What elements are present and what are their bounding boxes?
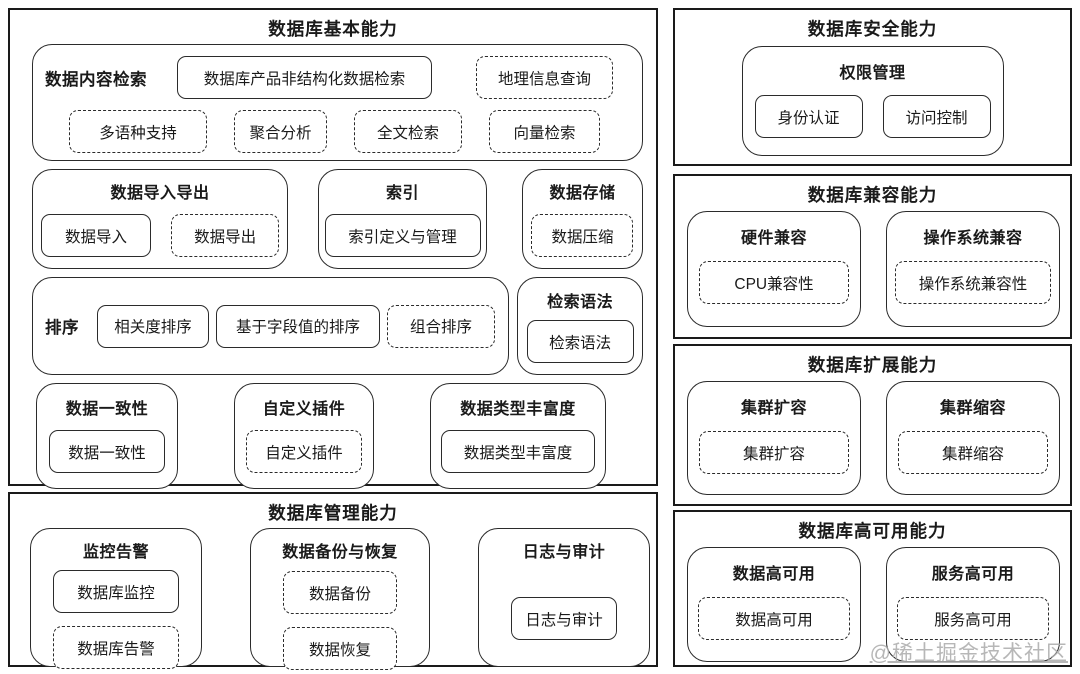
manage-groups: 监控告警 数据库监控 数据库告警 数据备份与恢复 数据备份 数据恢复 日志与审计… [10,525,656,670]
panel-ha-title: 数据库高可用能力 [798,521,947,541]
cluster-shrink-title: 集群缩容 [939,400,1006,417]
item-field-value-sort: 基于字段值的排序 [216,304,380,348]
data-ha-title: 数据高可用 [732,566,816,583]
panel-basic-capability: 数据库基本能力 数据内容检索 数据库产品非结构化数据检索 地理信息查询 多语种支… [8,8,658,489]
item-log-audit: 日志与审计 [511,597,617,640]
item-index-management: 索引定义与管理 [324,214,481,257]
content-search-row2: 多语种支持 聚合分析 全文检索 向量检索 [45,110,630,153]
import-export-title: 数据导入导出 [110,185,210,202]
panel-management-capability: 数据库管理能力 监控告警 数据库监控 数据库告警 数据备份与恢复 数据备份 数据… [8,492,658,670]
group-custom-plugin: 自定义插件 自定义插件 [234,383,374,489]
panel-high-availability-capability: 数据库高可用能力 数据高可用 数据高可用 服务高可用 服务高可用 [673,510,1072,667]
backup-recovery-title: 数据备份与恢复 [282,544,398,561]
item-cluster-shrink: 集群缩容 [898,431,1048,474]
watermark-text: @稀土掘金技术社区 [869,642,1068,665]
item-data-backup: 数据备份 [283,571,397,614]
group-index: 索引 索引定义与管理 [318,169,487,269]
panel-security-capability: 数据库安全能力 权限管理 身份认证 访问控制 [673,8,1072,166]
basic-row3: 排序 相关度排序 基于字段值的排序 组合排序 检索语法 检索语法 [32,277,643,375]
item-cluster-expand: 集群扩容 [699,431,849,474]
item-multilang-support: 多语种支持 [69,110,207,153]
content-search-label: 数据内容检索 [45,70,147,89]
group-log-audit: 日志与审计 日志与审计 [478,528,650,667]
group-sort: 排序 相关度排序 基于字段值的排序 组合排序 [32,277,510,375]
sort-items: 相关度排序 基于字段值的排序 组合排序 [97,304,495,348]
group-data-storage: 数据存储 数据压缩 [521,169,644,269]
item-data-consistency: 数据一致性 [49,430,165,473]
basic-row4: 数据一致性 数据一致性 自定义插件 自定义插件 数据类型丰富度 数据类型丰富度 [32,383,643,489]
panel-security-title: 数据库安全能力 [807,19,938,39]
item-data-recovery: 数据恢复 [283,627,397,670]
data-type-richness-title: 数据类型丰富度 [460,401,576,418]
item-aggregation-analysis: 聚合分析 [234,110,327,153]
item-relevance-sort: 相关度排序 [97,304,209,348]
basic-rows: 数据内容检索 数据库产品非结构化数据检索 地理信息查询 多语种支持 聚合分析 全… [10,41,656,489]
panel-basic-title: 数据库基本能力 [268,19,398,39]
data-consistency-title: 数据一致性 [65,401,149,418]
monitor-alert-title: 监控告警 [82,544,149,561]
panel-compat-title: 数据库兼容能力 [807,185,938,205]
panel-scale-title: 数据库扩展能力 [807,355,938,375]
item-combo-sort: 组合排序 [387,304,495,348]
panel-compatibility-capability: 数据库兼容能力 硬件兼容 CPU兼容性 操作系统兼容 操作系统兼容性 [673,174,1072,339]
service-ha-title: 服务高可用 [931,566,1015,583]
item-access-control: 访问控制 [882,95,991,138]
search-syntax-title: 检索语法 [547,294,614,311]
item-data-ha: 数据高可用 [698,597,850,640]
item-data-compression: 数据压缩 [531,214,634,257]
item-os-compat: 操作系统兼容性 [895,261,1051,304]
hardware-compat-title: 硬件兼容 [740,230,807,247]
group-data-type-richness: 数据类型丰富度 数据类型丰富度 [430,383,606,489]
item-data-type-richness: 数据类型丰富度 [441,430,595,473]
compat-groups: 硬件兼容 CPU兼容性 操作系统兼容 操作系统兼容性 [675,207,1070,327]
item-service-ha: 服务高可用 [897,597,1049,640]
permission-management-title: 权限管理 [839,65,906,82]
item-cpu-compat: CPU兼容性 [699,261,849,304]
os-compat-title: 操作系统兼容 [923,230,1023,247]
item-data-export: 数据导出 [171,214,280,257]
item-custom-plugin: 自定义插件 [246,430,362,473]
item-unstructured-search: 数据库产品非结构化数据检索 [177,56,432,99]
item-data-import: 数据导入 [41,214,151,257]
item-db-monitor: 数据库监控 [53,570,179,613]
item-fulltext-search: 全文检索 [354,110,462,153]
group-hardware-compat: 硬件兼容 CPU兼容性 [687,211,861,327]
group-data-consistency: 数据一致性 数据一致性 [36,383,178,489]
group-import-export: 数据导入导出 数据导入 数据导出 [32,169,289,269]
import-export-items: 数据导入 数据导出 [33,214,287,257]
log-audit-title: 日志与审计 [522,544,606,561]
panel-manage-title: 数据库管理能力 [268,503,398,523]
custom-plugin-title: 自定义插件 [262,401,346,418]
cluster-expand-title: 集群扩容 [740,400,807,417]
group-service-ha: 服务高可用 服务高可用 [886,547,1060,662]
data-storage-title: 数据存储 [549,185,616,202]
permission-items: 身份认证 访问控制 [743,95,1003,138]
item-identity-auth: 身份认证 [754,95,863,138]
item-db-alert: 数据库告警 [53,626,179,669]
scale-groups: 集群扩容 集群扩容 集群缩容 集群缩容 [675,377,1070,495]
group-content-search: 数据内容检索 数据库产品非结构化数据检索 地理信息查询 多语种支持 聚合分析 全… [32,44,643,161]
item-search-syntax: 检索语法 [526,320,634,363]
group-data-ha: 数据高可用 数据高可用 [687,547,861,662]
item-vector-search: 向量检索 [489,110,600,153]
group-permission-management: 权限管理 身份认证 访问控制 [741,46,1004,156]
ha-groups: 数据高可用 数据高可用 服务高可用 服务高可用 [675,543,1070,662]
group-cluster-shrink: 集群缩容 集群缩容 [886,381,1060,495]
item-geo-query: 地理信息查询 [476,56,613,99]
group-monitor-alert: 监控告警 数据库监控 数据库告警 [30,528,202,669]
sort-label: 排序 [45,319,79,337]
content-search-row1: 数据内容检索 数据库产品非结构化数据检索 地理信息查询 [45,56,630,99]
group-os-compat: 操作系统兼容 操作系统兼容性 [886,211,1060,327]
basic-row2: 数据导入导出 数据导入 数据导出 索引 索引定义与管理 数据存储 数据压缩 [32,169,644,269]
group-backup-recovery: 数据备份与恢复 数据备份 数据恢复 [250,528,430,670]
index-title: 索引 [386,185,420,202]
group-search-syntax: 检索语法 检索语法 [517,277,643,375]
panel-scalability-capability: 数据库扩展能力 集群扩容 集群扩容 集群缩容 集群缩容 [673,344,1072,506]
group-cluster-expand: 集群扩容 集群扩容 [687,381,861,495]
